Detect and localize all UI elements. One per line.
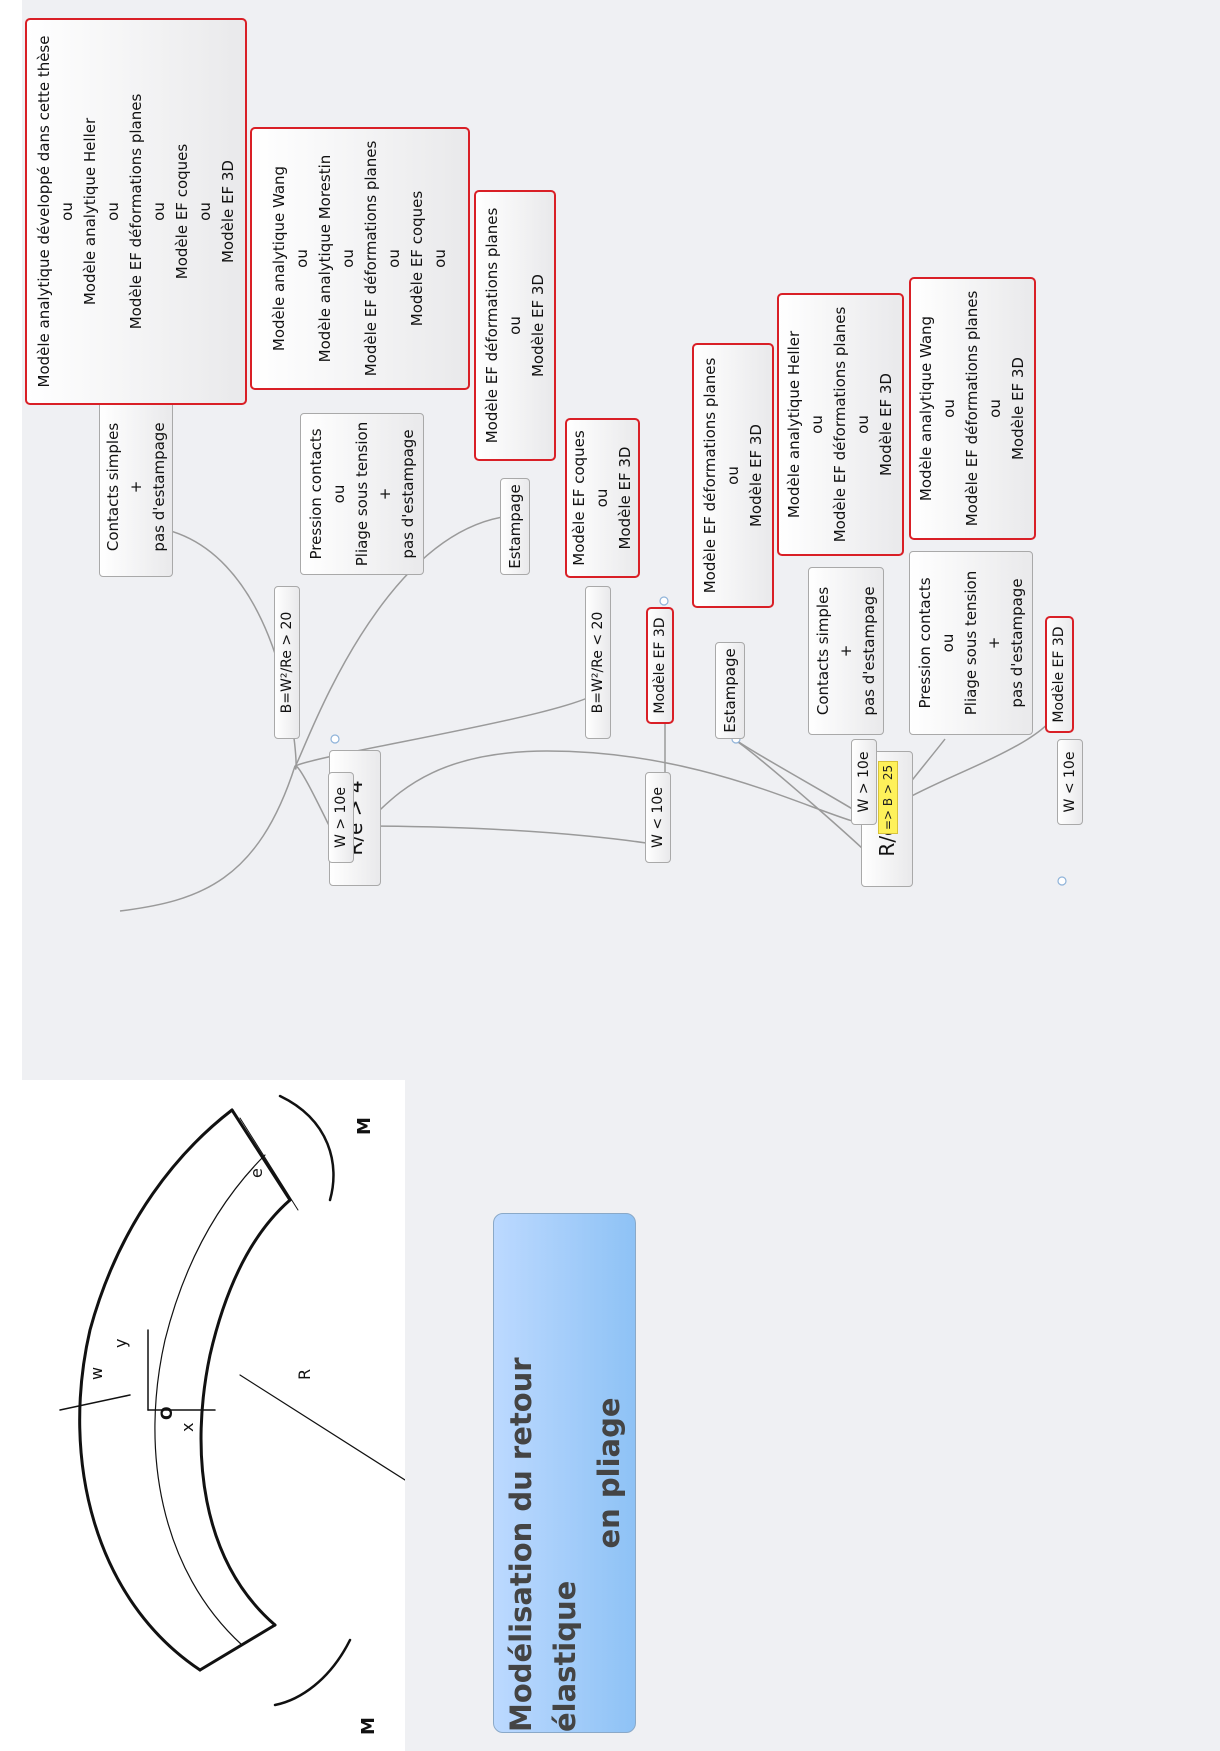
o-label: O (157, 1406, 176, 1420)
r-label: R (295, 1369, 314, 1380)
node-w-gt-10e-a[interactable]: W > 10e (328, 772, 354, 863)
root-title-line1: Modélisation du retour élastique (503, 1357, 582, 1732)
top-edge (230, 1108, 292, 1202)
moment-top (278, 1094, 335, 1202)
node-b-lt-20[interactable]: B=W²/Re < 20 (585, 586, 611, 739)
node-w-lt-10e-a[interactable]: W < 10e (645, 772, 671, 863)
e-label: e (247, 1168, 266, 1178)
bottom-edge (198, 1623, 277, 1672)
leaf-ef-3d-b[interactable]: Modèle EF 3D (1045, 616, 1074, 733)
bending-figure: w y O x e R M M (59, 1094, 405, 1735)
node-b-gt-20[interactable]: B=W²/Re > 20 (274, 586, 300, 739)
top-section (239, 1117, 299, 1211)
m-top-label: M (354, 1117, 375, 1135)
r-line (239, 1374, 405, 1481)
root-node[interactable]: Modélisation du retour élastique en plia… (493, 1213, 636, 1733)
moment-bottom (273, 1638, 352, 1707)
node-estampage-b[interactable]: Estampage (715, 642, 745, 739)
node-estampage-a[interactable]: Estampage (500, 478, 530, 575)
node-contacts-b[interactable]: Contacts simples+pas d'estampage (808, 567, 884, 735)
w-dimension (59, 1394, 131, 1411)
inner-edge (199, 1198, 292, 1627)
outer-edge (78, 1108, 234, 1672)
node-w-gt-10e-b[interactable]: W > 10e (851, 739, 877, 825)
x-label: x (178, 1423, 197, 1432)
mid-arc (154, 1154, 266, 1646)
node-w-lt-10e-b[interactable]: W < 10e (1057, 739, 1083, 825)
model-contacts-a[interactable]: Modèle analytique développé dans cette t… (25, 18, 247, 405)
w-label: w (87, 1367, 106, 1380)
y-label: y (111, 1339, 130, 1348)
root-title-line2: en pliage (591, 1397, 626, 1549)
node-contacts-a[interactable]: Contacts simples+pas d'estampage (99, 397, 173, 577)
tag-b-gt-25: => B > 25 (878, 760, 898, 834)
m-bottom-label: M (358, 1717, 379, 1735)
leaf-ef-3d-a[interactable]: Modèle EF 3D (646, 607, 674, 724)
